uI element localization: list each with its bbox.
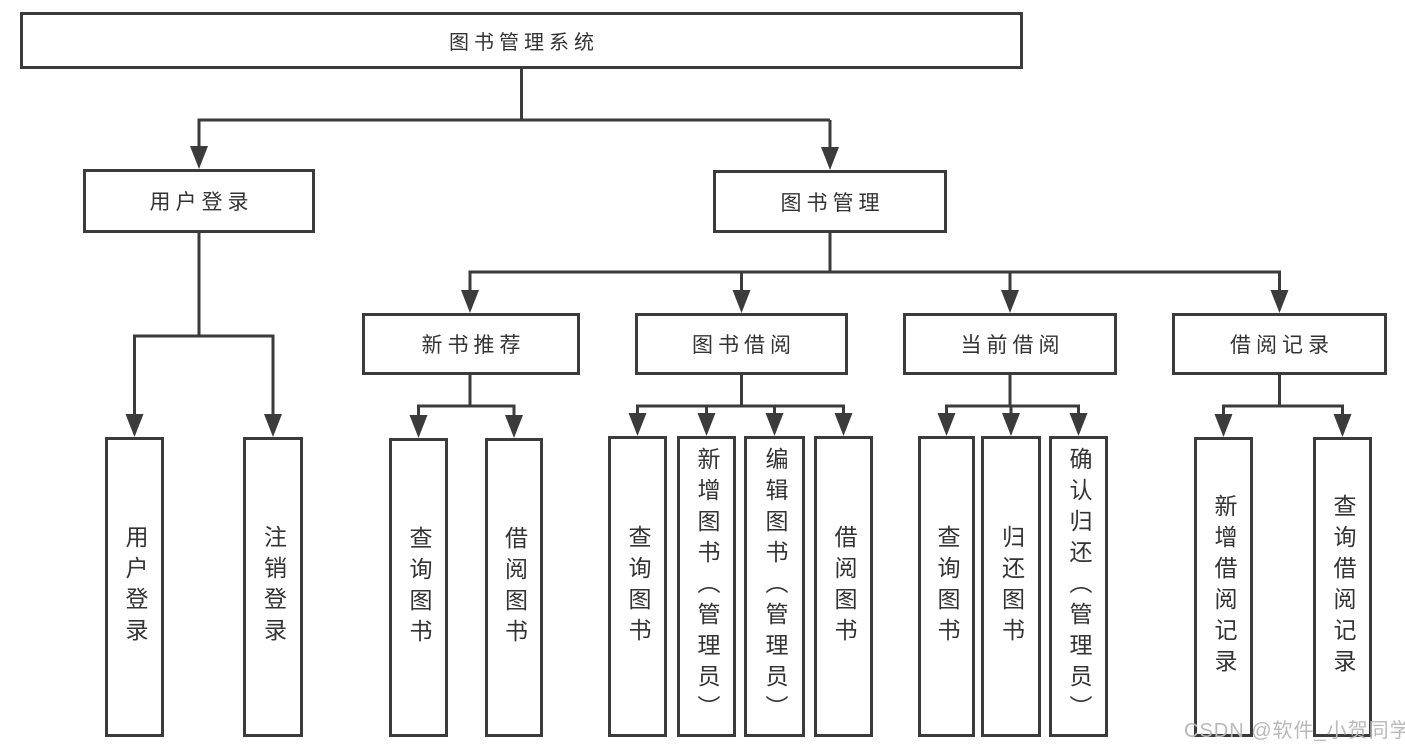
node-label: 新增借阅记录 <box>1211 494 1237 680</box>
node-label: 查询图书 <box>625 524 651 649</box>
node-label: 图书管理 <box>780 191 885 215</box>
node-newbooks-borrow-books: 借阅图书 <box>485 438 543 737</box>
node-label: 借阅记录 <box>1230 334 1334 357</box>
node-label: 查询借阅记录 <box>1330 494 1356 680</box>
node-label: 借阅图书 <box>831 524 857 649</box>
node-label: 用户登录 <box>149 191 254 214</box>
node-label: 查询图书 <box>406 525 432 650</box>
node-logout-leaf: 注销登录 <box>243 437 303 737</box>
node-current-borrowing: 当前借阅 <box>903 313 1117 375</box>
node-book-management-branch: 图书管理 <box>713 170 947 233</box>
csdn-watermark: CSDN @软件_小贺同学 <box>1184 720 1405 742</box>
node-borrowing-records: 借阅记录 <box>1172 313 1387 375</box>
node-newbooks-query-books: 查询图书 <box>389 438 448 737</box>
node-add-books-admin: 新增图书（管理员） <box>677 436 736 737</box>
node-book-borrowing: 图书借阅 <box>635 313 848 375</box>
node-label: 当前借阅 <box>960 334 1065 357</box>
node-label: 借阅图书 <box>501 525 528 650</box>
node-label: 注销登录 <box>260 525 287 649</box>
node-query-borrow-record: 查询借阅记录 <box>1313 437 1372 737</box>
node-borrowing-borrow-books: 借阅图书 <box>814 436 873 737</box>
node-label: 编辑图书（管理员） <box>762 447 788 726</box>
node-borrowing-query-books: 查询图书 <box>608 436 667 737</box>
node-label: 图书管理系统 <box>449 32 599 54</box>
node-return-books: 归还图书 <box>981 436 1041 737</box>
node-library-management-system: 图书管理系统 <box>20 12 1023 69</box>
node-label: 确认归还（管理员） <box>1066 447 1092 726</box>
node-user-login-leaf: 用户登录 <box>105 437 164 737</box>
node-label: 图书借阅 <box>692 334 796 357</box>
node-current-query-books: 查询图书 <box>918 436 975 737</box>
node-confirm-return-admin: 确认归还（管理员） <box>1049 436 1108 737</box>
node-label: 新增图书（管理员） <box>694 447 720 726</box>
node-label: 查询图书 <box>934 524 960 649</box>
node-label: 归还图书 <box>998 524 1025 649</box>
node-label: 新书推荐 <box>421 334 526 357</box>
node-edit-books-admin: 编辑图书（管理员） <box>744 436 805 737</box>
node-add-borrow-record: 新增借阅记录 <box>1194 437 1253 737</box>
arrowheads <box>125 146 1352 438</box>
node-user-login-branch: 用户登录 <box>83 169 315 233</box>
node-new-book-recommendation: 新书推荐 <box>362 313 580 375</box>
node-label: 用户登录 <box>122 525 148 649</box>
